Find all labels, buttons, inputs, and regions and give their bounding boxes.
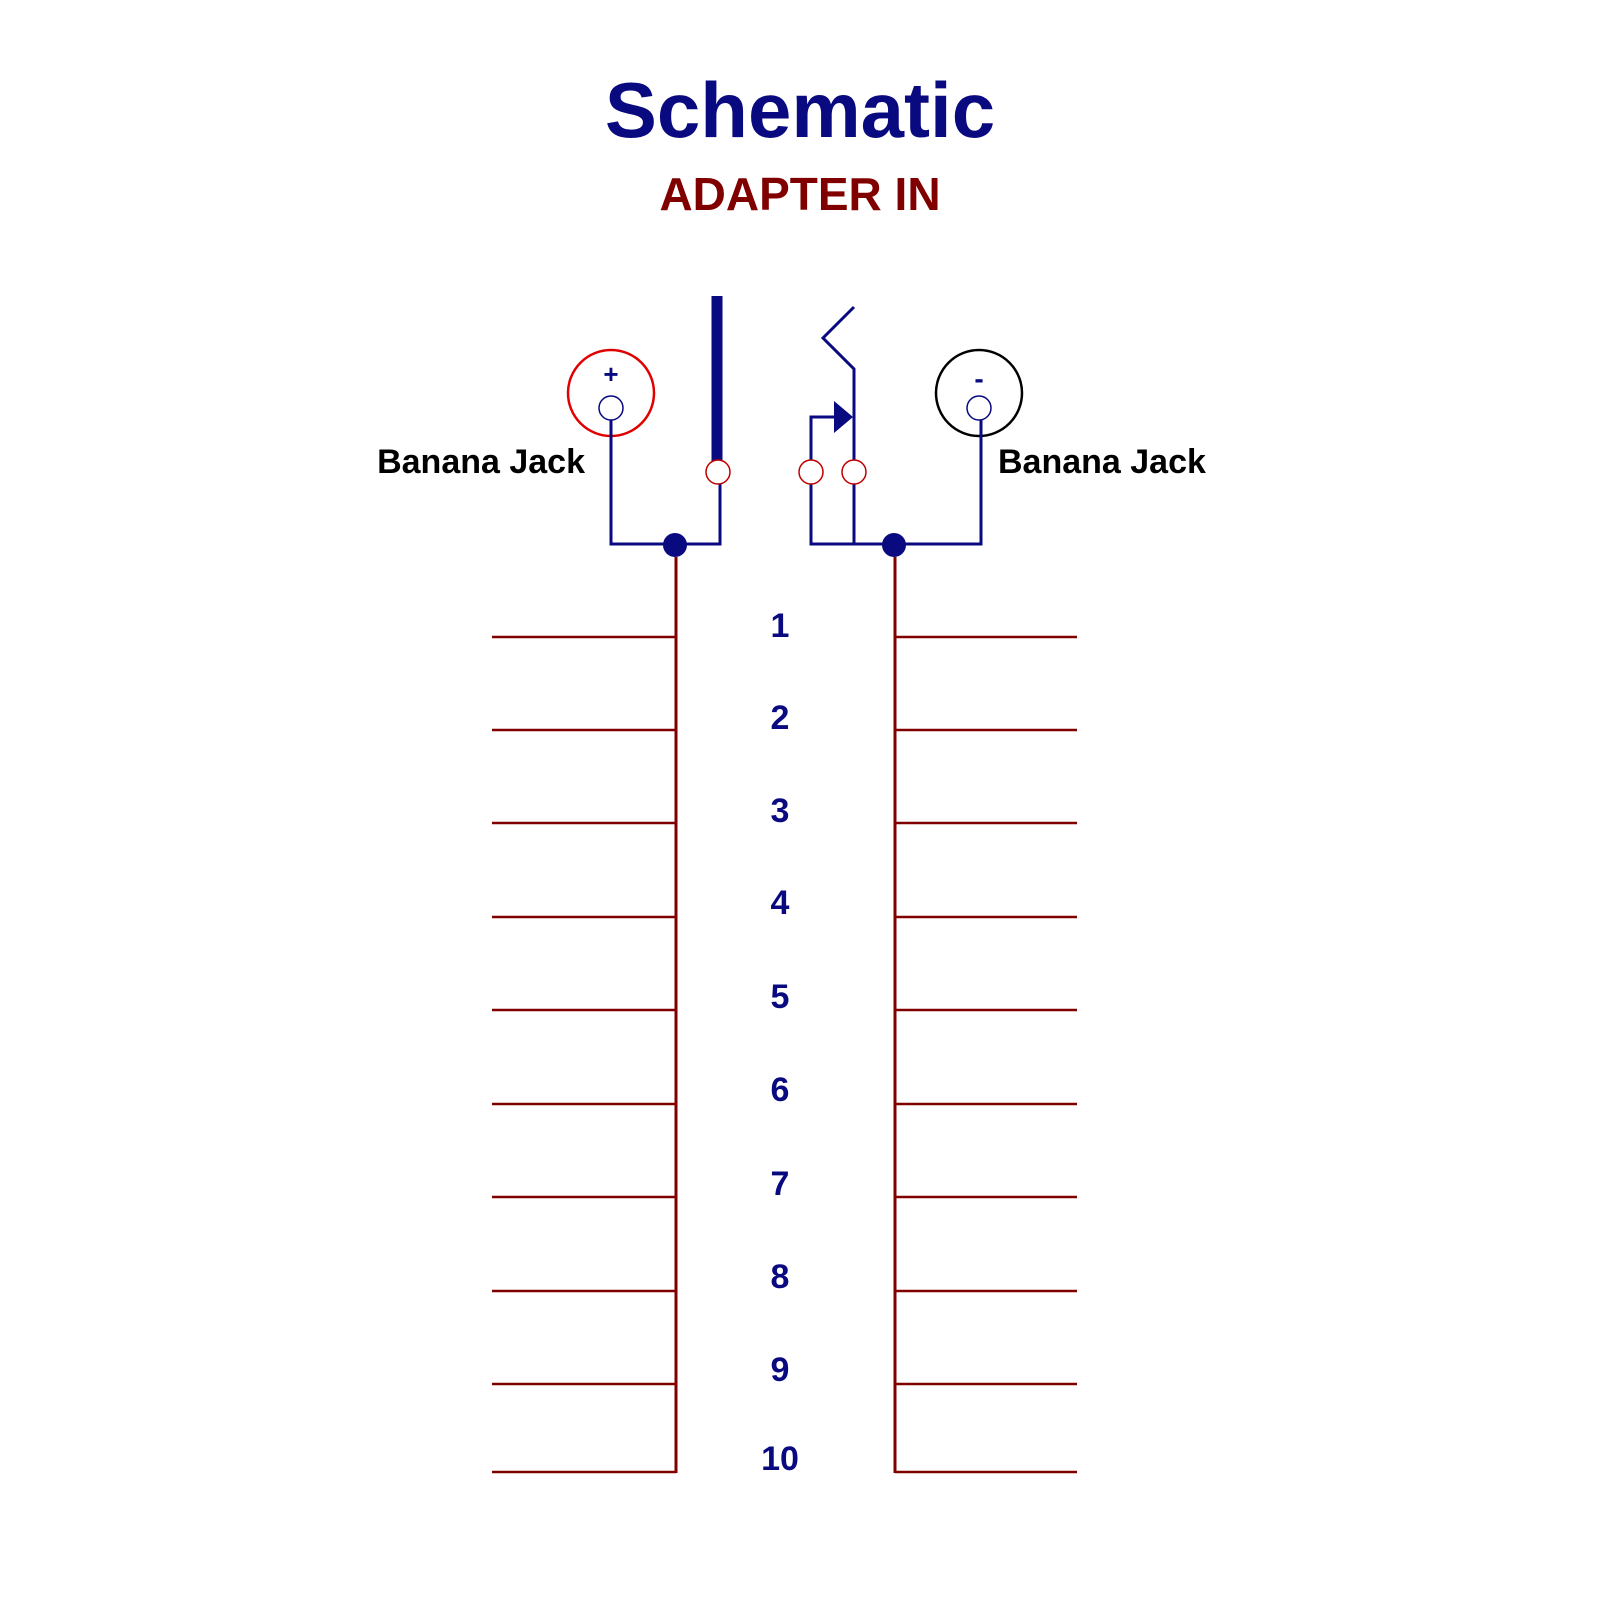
negative-jack-ring	[934, 348, 1024, 438]
left-jack-label: Banana Jack	[377, 443, 585, 481]
pin-number-label: 6	[771, 1071, 790, 1109]
positive-sign: +	[603, 359, 618, 389]
negative-sign: -	[974, 363, 983, 394]
dc-jack-switch-contact	[809, 305, 856, 472]
pin-number-label: 3	[771, 792, 790, 830]
negative-jack-terminal	[966, 395, 992, 421]
terminal-circle	[841, 459, 867, 485]
pin-number-label: 5	[771, 978, 790, 1016]
page-subtitle: ADAPTER IN	[659, 168, 940, 220]
blue-wiring	[609, 420, 983, 546]
pin-rows: 1 2 3 4 5 6 7 8 9 10	[492, 607, 1077, 1478]
left-junction-dot	[663, 533, 687, 557]
right-jack-label: Banana Jack	[998, 443, 1206, 481]
red-buses	[674, 557, 897, 1473]
pin-number-label: 4	[771, 884, 790, 922]
jack-terminals	[705, 459, 867, 485]
pin-number-label: 10	[761, 1440, 799, 1478]
contact-arrow-icon	[834, 401, 853, 433]
pin-number-label: 2	[771, 699, 790, 737]
pin-number-label: 1	[771, 607, 790, 645]
pin-number-label: 8	[771, 1258, 790, 1296]
pin-number-label: 9	[771, 1351, 790, 1389]
positive-jack-terminal	[598, 395, 624, 421]
pin-number-label: 7	[771, 1165, 790, 1203]
page-title: Schematic	[605, 66, 995, 154]
right-banana-jack: -	[934, 348, 1024, 438]
right-junction-dot	[882, 533, 906, 557]
terminal-circle	[705, 459, 731, 485]
terminal-circle	[798, 459, 824, 485]
